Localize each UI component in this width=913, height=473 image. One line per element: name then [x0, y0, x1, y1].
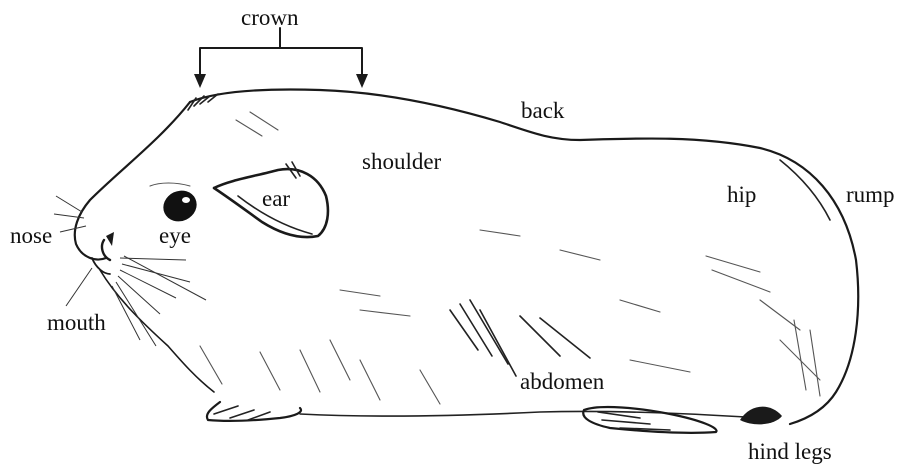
eye-shape — [150, 183, 202, 227]
label-abdomen: abdomen — [520, 370, 604, 393]
label-back: back — [521, 99, 564, 122]
label-nose: nose — [10, 224, 52, 247]
label-hip: hip — [727, 183, 756, 206]
mouth-pointer — [66, 268, 92, 306]
hind-feet — [583, 407, 782, 433]
label-mouth: mouth — [47, 311, 106, 334]
fur-texture — [200, 112, 830, 404]
label-shoulder: shoulder — [362, 150, 441, 173]
nose-mouth — [92, 232, 114, 274]
crown-bracket — [194, 28, 368, 88]
label-crown: crown — [241, 6, 298, 29]
label-rump: rump — [846, 183, 895, 206]
label-hind-legs: hind legs — [748, 440, 832, 463]
label-eye: eye — [159, 224, 191, 247]
label-ear: ear — [262, 187, 290, 210]
front-feet — [207, 402, 301, 421]
body-outline — [75, 90, 858, 425]
